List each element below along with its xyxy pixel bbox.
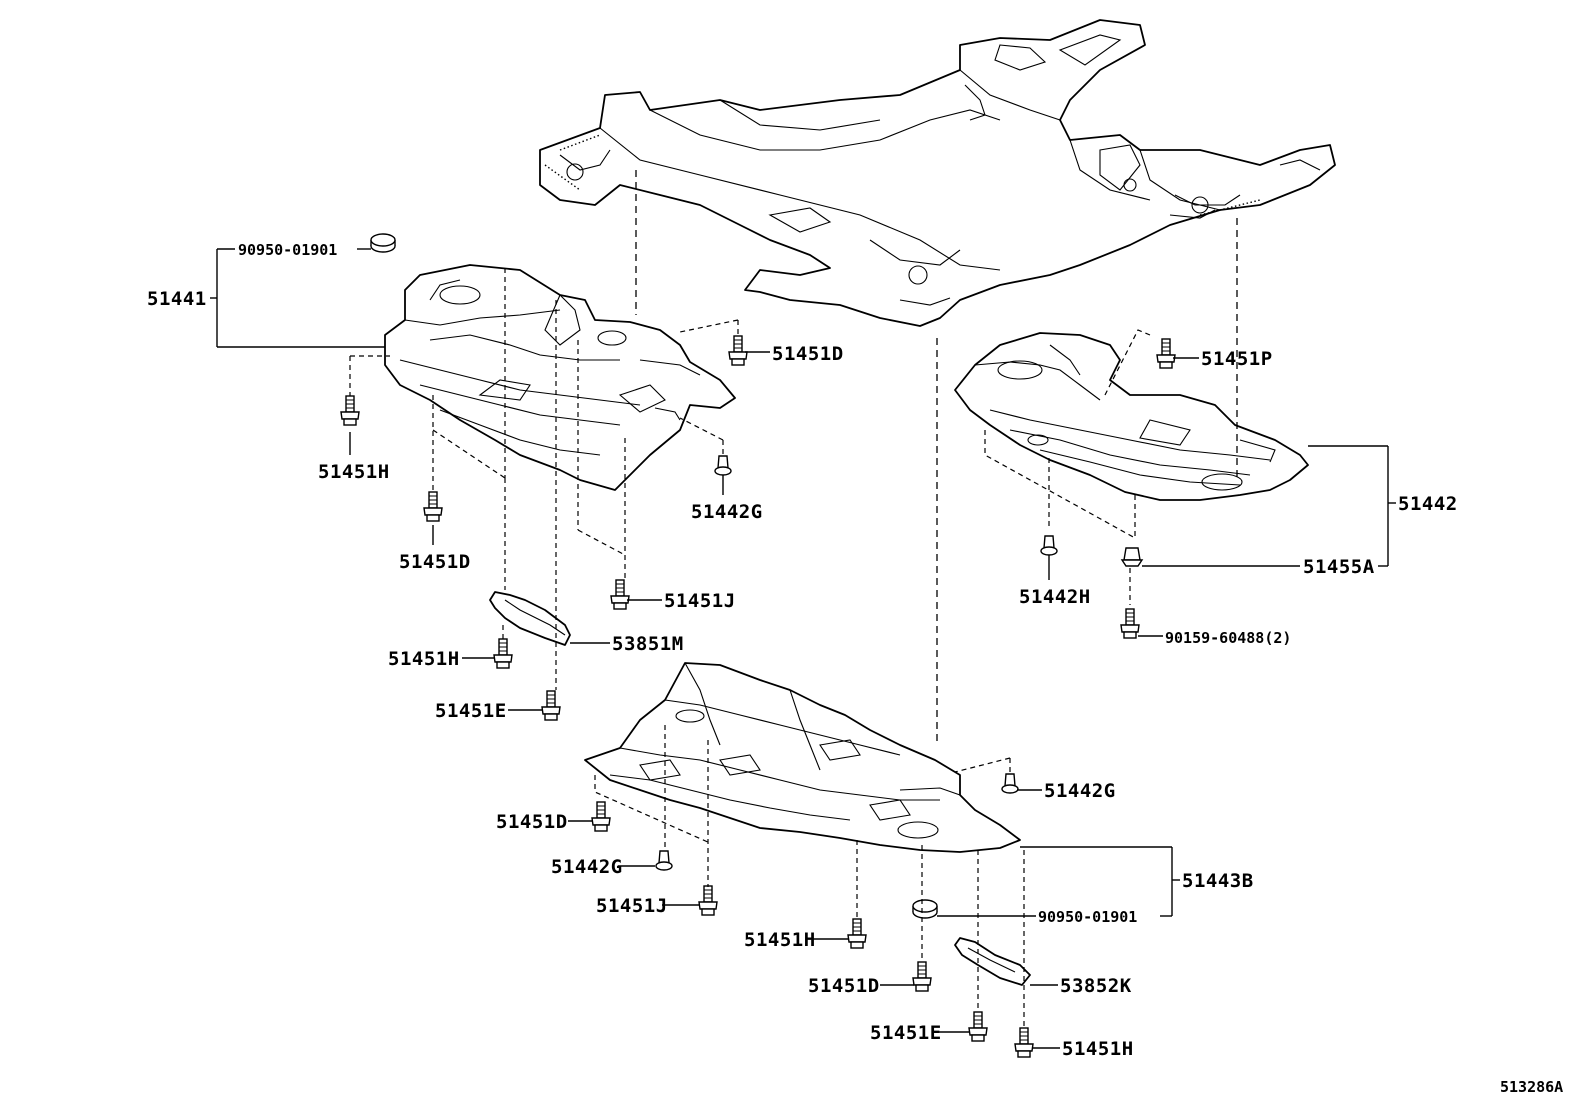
label-51441: 51441 <box>147 288 207 310</box>
bolt-51451E-a <box>541 690 561 721</box>
part-labels: 90950-01901 51441 51451D 51451H 51442G 5… <box>147 241 1563 1096</box>
bolt-51451H-a <box>340 395 360 426</box>
label-51451D-c: 51451D <box>496 811 568 833</box>
label-53852K: 53852K <box>1060 975 1132 997</box>
diagram-id: 513286A <box>1500 1078 1563 1096</box>
label-51455A: 51455A <box>1303 556 1375 578</box>
label-51451H-b: 51451H <box>388 648 460 670</box>
bolt-51451J-b <box>698 885 718 916</box>
engine-under-cover-51443B <box>584 662 1021 853</box>
label-51442G-c: 51442G <box>551 856 623 878</box>
bolt-51451D-b <box>423 491 443 522</box>
label-51451J-b: 51451J <box>596 895 668 917</box>
bolt-51451H-c <box>847 918 867 949</box>
bracket-53851M <box>489 591 571 646</box>
label-51451H-d: 51451H <box>1062 1038 1134 1060</box>
label-53851M: 53851M <box>612 633 684 655</box>
bracket-53852K <box>954 937 1031 986</box>
label-90950-01901-bottom: 90950-01901 <box>1038 908 1137 926</box>
label-51442: 51442 <box>1398 493 1458 515</box>
label-51442G-b: 51442G <box>1044 780 1116 802</box>
label-51451E-a: 51451E <box>435 700 507 722</box>
leader-lines <box>210 248 1396 1049</box>
bolt-51451P <box>1156 338 1176 369</box>
label-51451D-a: 51451D <box>772 343 844 365</box>
label-90159-60488: 90159-60488(2) <box>1165 629 1291 647</box>
bolt-51451H-d <box>1014 1027 1034 1058</box>
bolt-51451D-c <box>591 801 611 832</box>
clip-51442G-c <box>655 850 673 871</box>
grommet-90950-01901-bottom <box>912 899 938 919</box>
engine-under-cover-51442 <box>954 332 1309 501</box>
nut-51455A <box>1120 547 1144 567</box>
label-51451J-a: 51451J <box>664 590 736 612</box>
clip-51442G-b <box>1001 773 1019 794</box>
clip-51442G-a <box>714 455 732 476</box>
label-51451H-c: 51451H <box>744 929 816 951</box>
label-51451E-b: 51451E <box>870 1022 942 1044</box>
bolt-51451D-d <box>912 961 932 992</box>
clip-51442H <box>1040 535 1058 556</box>
grommet-90950-01901-top <box>370 233 396 253</box>
label-51451D-b: 51451D <box>399 551 471 573</box>
label-51443B: 51443B <box>1182 870 1254 892</box>
bolt-51451E-b <box>968 1011 988 1042</box>
label-51451H-a: 51451H <box>318 461 390 483</box>
engine-under-cover-51441 <box>384 264 736 491</box>
alignment-lines <box>349 170 1238 1028</box>
label-51451D-d: 51451D <box>808 975 880 997</box>
label-51442H: 51442H <box>1019 586 1091 608</box>
label-51451P: 51451P <box>1201 348 1273 370</box>
bolt-51451J-a <box>610 579 630 610</box>
front-suspension-crossmember <box>539 19 1336 327</box>
bolt-51451D-a <box>728 335 748 366</box>
bolt-90159-60488 <box>1120 608 1140 639</box>
label-90950-01901-top: 90950-01901 <box>238 241 337 259</box>
label-51442G-a: 51442G <box>691 501 763 523</box>
bolt-51451H-b <box>493 638 513 669</box>
